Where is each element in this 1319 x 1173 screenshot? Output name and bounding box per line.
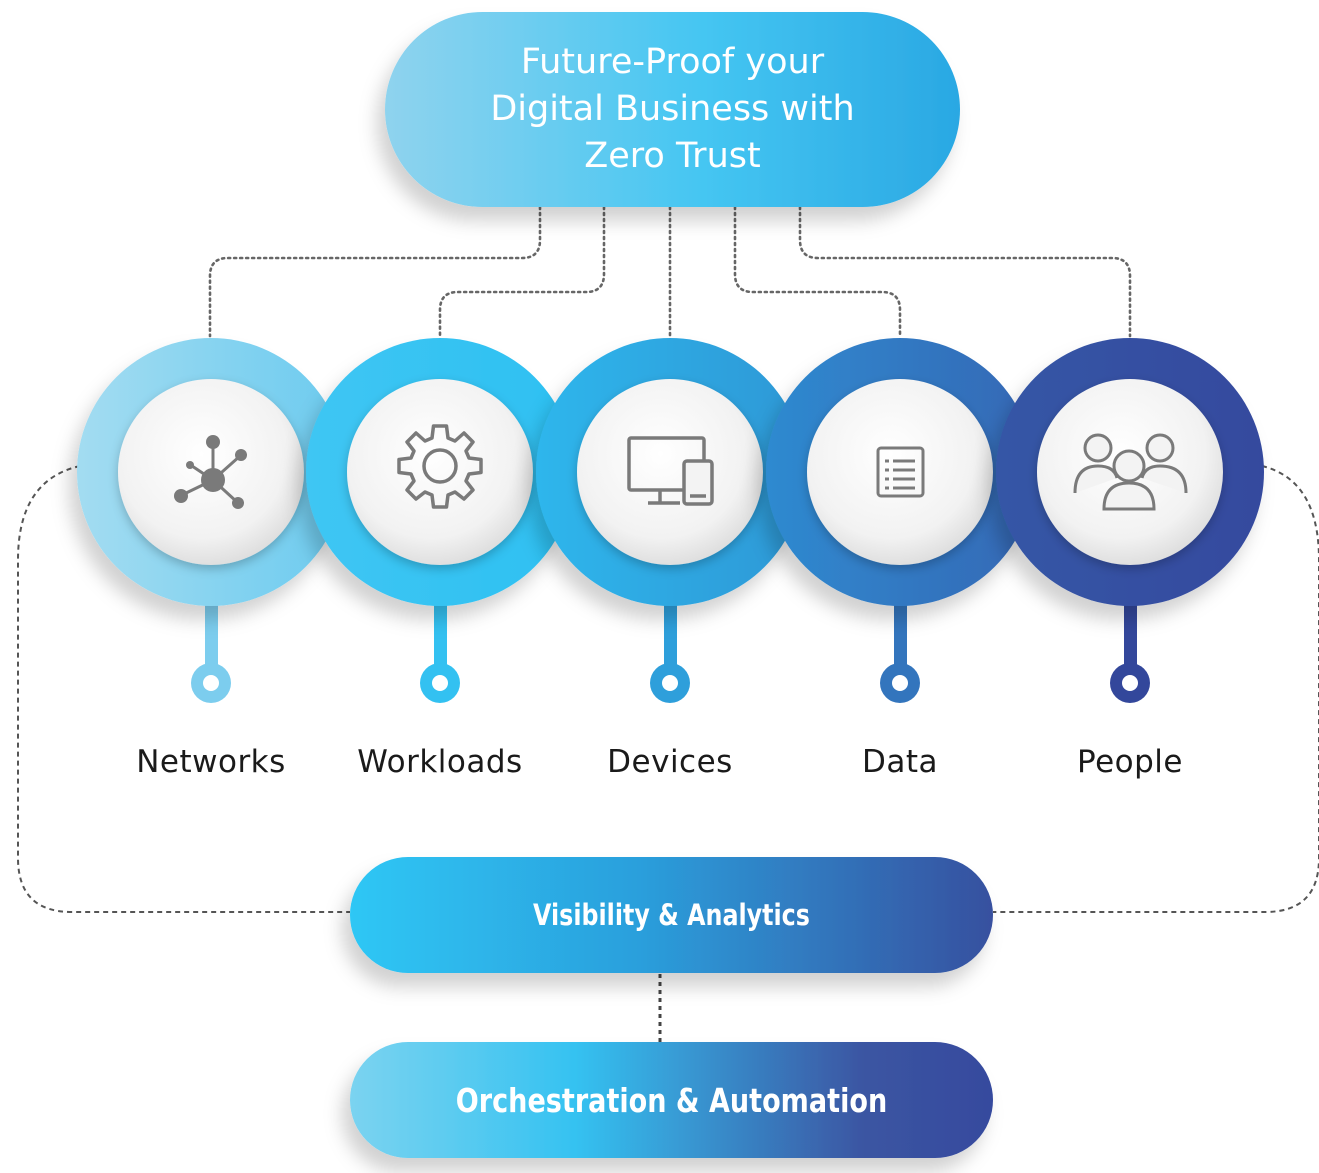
title-line-2: Digital Business with xyxy=(490,89,855,129)
devices-icon xyxy=(627,436,714,506)
people-group-icon xyxy=(1073,433,1188,511)
pillar-data xyxy=(766,338,1034,606)
title-pill xyxy=(385,12,960,207)
orchestration-automation-label: Orchestration & Automation xyxy=(455,1080,888,1120)
connector-data xyxy=(733,205,902,338)
network-hub-icon xyxy=(174,435,247,509)
inner-disc-data xyxy=(807,379,993,565)
orchestration-bar xyxy=(350,1042,993,1158)
title-text: Future-Proof your Digital Business with … xyxy=(385,12,960,207)
loop-right xyxy=(993,465,1319,913)
connector-networks xyxy=(208,205,542,338)
title-line-3: Zero Trust xyxy=(584,136,761,176)
connector-people xyxy=(798,205,1132,338)
label-data: Data xyxy=(861,744,939,780)
inner-disc-workloads xyxy=(347,379,533,565)
inner-disc-devices xyxy=(577,379,763,565)
feedback-loop xyxy=(17,465,1319,913)
label-networks: Networks xyxy=(136,744,286,780)
connector-workloads xyxy=(438,205,606,338)
visibility-bar xyxy=(350,857,993,973)
pillar-devices xyxy=(536,338,804,606)
label-people: People xyxy=(1077,744,1183,780)
label-workloads: Workloads xyxy=(357,744,523,780)
label-devices: Devices xyxy=(607,744,733,780)
gear-icon xyxy=(397,424,483,509)
title-line-1: Future-Proof your xyxy=(520,42,825,82)
title-connectors xyxy=(208,205,1132,338)
pillar-stems xyxy=(191,600,1150,703)
document-list-icon xyxy=(876,446,925,498)
pillar-workloads xyxy=(306,338,574,606)
visibility-analytics-label: Visibility & Analytics xyxy=(533,898,810,932)
